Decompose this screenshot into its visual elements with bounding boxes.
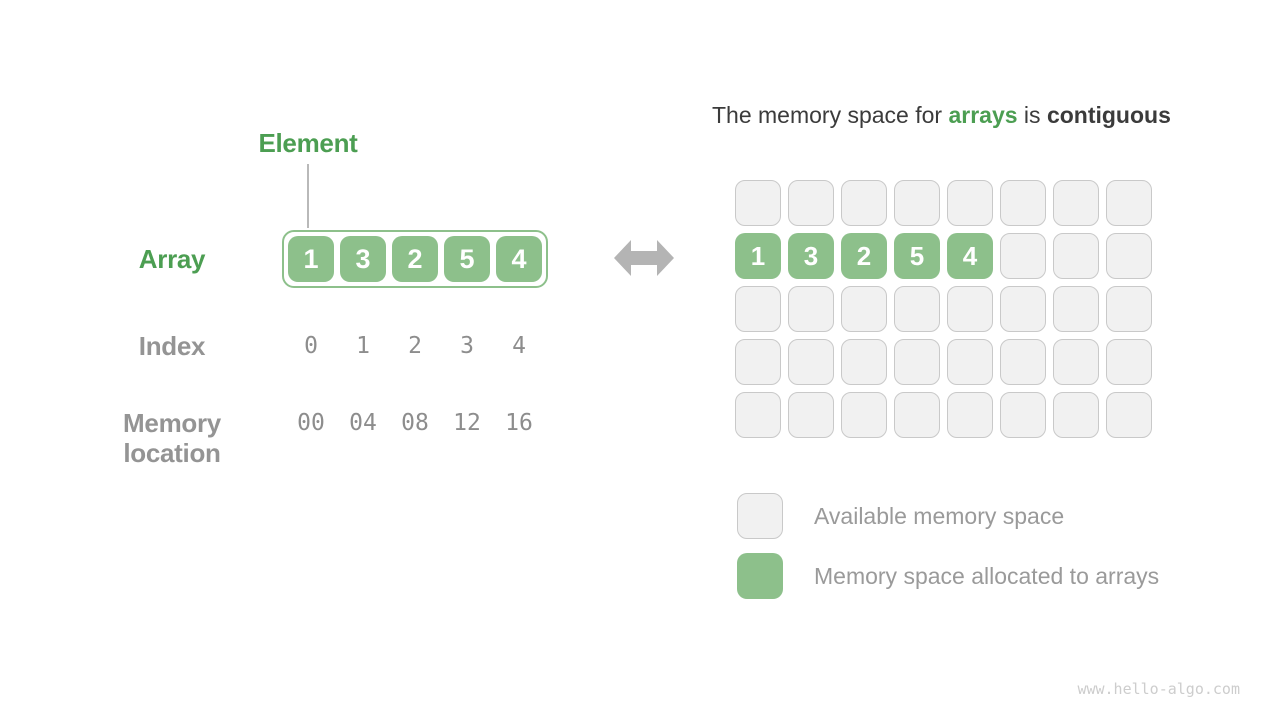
index-value: 3 — [460, 333, 474, 359]
index-value: 1 — [356, 333, 370, 359]
index-value: 2 — [408, 333, 422, 359]
memory-cell-available — [1106, 392, 1152, 438]
memory-cell-available — [1000, 233, 1046, 279]
memory-cell-available — [894, 392, 940, 438]
memory-cell-available — [947, 392, 993, 438]
memory-cell-available — [894, 339, 940, 385]
index-label: Index — [138, 331, 206, 361]
array-cell: 5 — [444, 236, 490, 282]
array-cell: 1 — [288, 236, 334, 282]
memory-cell-available — [1106, 286, 1152, 332]
memory-location-row: 00 04 08 12 16 — [288, 408, 542, 438]
memory-location-value: 16 — [505, 410, 533, 436]
memory-cell-available — [894, 180, 940, 226]
memory-cell-available — [735, 180, 781, 226]
memory-cell-allocated: 2 — [841, 233, 887, 279]
memory-location-value: 12 — [453, 410, 481, 436]
memory-cell-available — [841, 392, 887, 438]
memory-cell-available — [947, 180, 993, 226]
memory-location-value: 04 — [349, 410, 377, 436]
title-prefix: The memory space for — [712, 102, 949, 128]
memory-cell-available — [1106, 180, 1152, 226]
memory-cell-available — [1000, 392, 1046, 438]
memory-cell-allocated: 3 — [788, 233, 834, 279]
memory-cell-allocated: 1 — [735, 233, 781, 279]
memory-cell-available — [1000, 286, 1046, 332]
memory-cell-allocated: 4 — [947, 233, 993, 279]
memory-title: The memory space for arrays is contiguou… — [712, 101, 1171, 129]
element-connector-line — [307, 164, 309, 228]
memory-cell-available — [1053, 233, 1099, 279]
array-label: Array — [138, 244, 206, 274]
legend-swatch-allocated — [737, 553, 783, 599]
memory-cell-available — [1000, 339, 1046, 385]
memory-cell-allocated: 5 — [894, 233, 940, 279]
memory-cell-available — [841, 180, 887, 226]
memory-cell-available — [947, 286, 993, 332]
memory-cell-available — [788, 180, 834, 226]
memory-cell-available — [735, 339, 781, 385]
memory-cell-available — [894, 286, 940, 332]
memory-location-value: 00 — [297, 410, 325, 436]
memory-cell-available — [841, 286, 887, 332]
memory-cell-available — [788, 392, 834, 438]
memory-cell-available — [841, 339, 887, 385]
array-cell: 2 — [392, 236, 438, 282]
legend-label-available: Available memory space — [814, 503, 1065, 529]
memory-cell-available — [1106, 233, 1152, 279]
title-emphasis-contiguous: contiguous — [1046, 102, 1171, 128]
array-cell: 4 — [496, 236, 542, 282]
memory-cell-available — [1000, 180, 1046, 226]
double-arrow-icon — [614, 238, 674, 278]
memory-cell-available — [1106, 339, 1152, 385]
legend-label-allocated: Memory space allocated to arrays — [814, 563, 1160, 589]
index-value: 0 — [304, 333, 318, 359]
memory-cell-available — [947, 339, 993, 385]
memory-cell-available — [788, 286, 834, 332]
element-label: Element — [258, 128, 358, 158]
memory-location-label: Memory location — [123, 408, 221, 468]
watermark: www.hello-algo.com — [1077, 680, 1240, 698]
index-row: 0 1 2 3 4 — [288, 331, 542, 361]
memory-cell-available — [1053, 286, 1099, 332]
array-cell: 3 — [340, 236, 386, 282]
memory-location-value: 08 — [401, 410, 429, 436]
memory-cell-available — [1053, 339, 1099, 385]
memory-cell-available — [1053, 180, 1099, 226]
index-value: 4 — [512, 333, 526, 359]
memory-cell-available — [788, 339, 834, 385]
memory-cell-available — [1053, 392, 1099, 438]
legend-swatch-available — [737, 493, 783, 539]
memory-cell-available — [735, 392, 781, 438]
title-highlight-arrays: arrays — [948, 102, 1018, 128]
memory-cell-available — [735, 286, 781, 332]
title-middle: is — [1017, 102, 1047, 128]
